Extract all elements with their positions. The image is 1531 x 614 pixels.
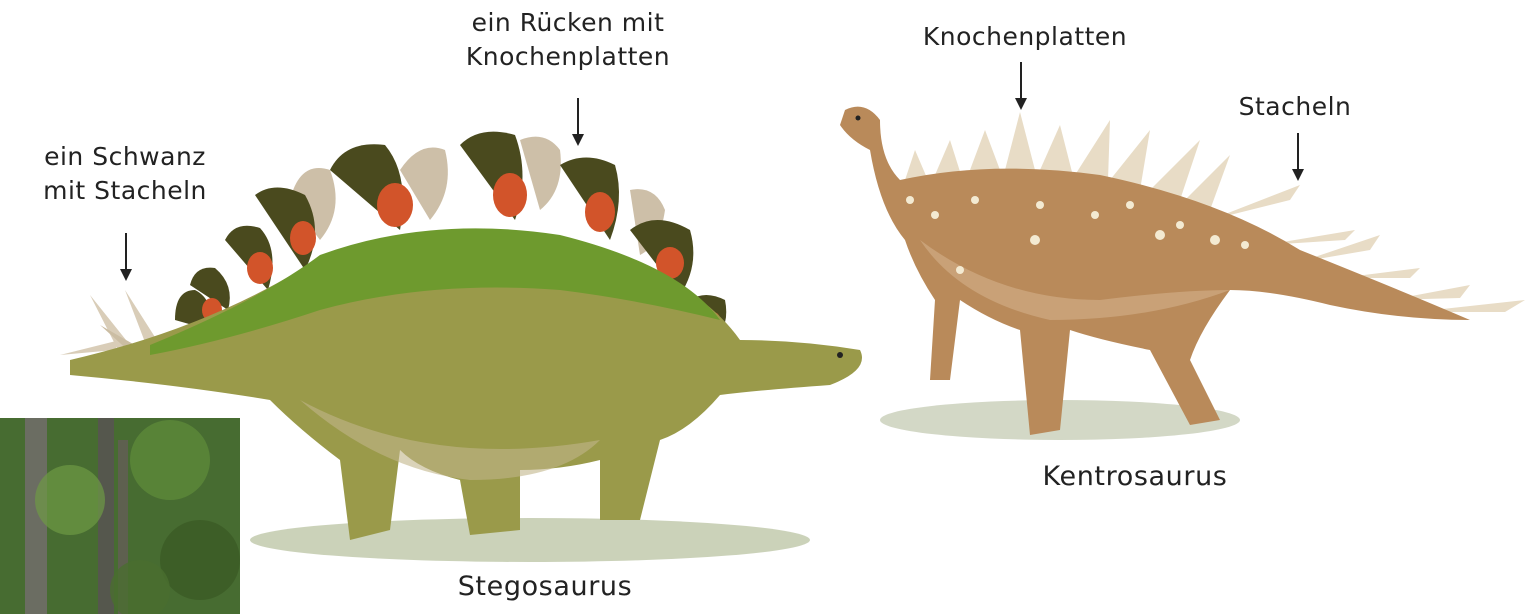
- label-stego-tail-line1: ein Schwanz: [10, 140, 240, 174]
- arrow-kentro-plates: [1013, 62, 1029, 112]
- label-kentro-plates: Knochenplatten: [900, 20, 1150, 54]
- label-kentro-spikes-text: Stacheln: [1215, 90, 1375, 124]
- label-stego-back: ein Rücken mit Knochenplatten: [448, 6, 688, 74]
- label-stego-tail: ein Schwanz mit Stacheln: [10, 140, 240, 208]
- arrow-kentro-spikes: [1290, 133, 1306, 183]
- name-kentrosaurus: Kentrosaurus: [1010, 460, 1260, 494]
- label-kentro-plates-text: Knochenplatten: [900, 20, 1150, 54]
- label-stego-back-line1: ein Rücken mit: [448, 6, 688, 40]
- arrow-stego-tail: [118, 233, 134, 283]
- label-kentro-spikes: Stacheln: [1215, 90, 1375, 124]
- label-stego-back-line2: Knochenplatten: [448, 40, 688, 74]
- arrow-stego-back: [570, 98, 586, 148]
- name-stegosaurus: Stegosaurus: [440, 570, 650, 604]
- label-stego-tail-line2: mit Stacheln: [10, 174, 240, 208]
